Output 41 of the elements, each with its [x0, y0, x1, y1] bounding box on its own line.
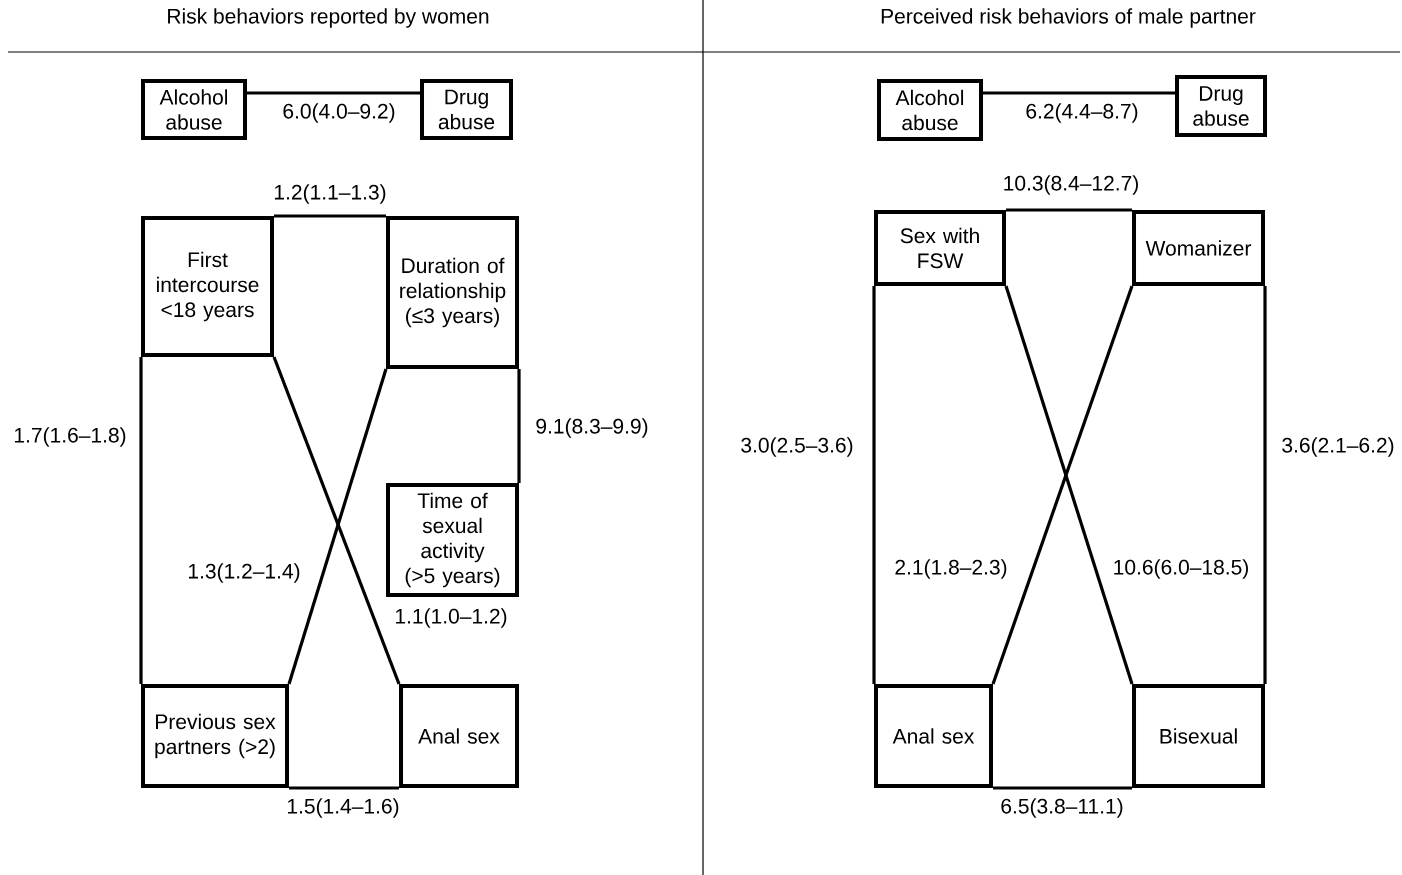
factor-box: Duration of relationship (≤3 years) — [386, 216, 519, 369]
edge-label: 3.6(2.1–6.2) — [1282, 437, 1394, 457]
edge-label: 1.1(1.0–1.2) — [396, 608, 507, 628]
edge-label: 6.5(3.8–11.1) — [1001, 798, 1123, 818]
edge-label: 1.3(1.2–1.4) — [189, 563, 300, 583]
connector-line — [289, 786, 399, 790]
edge-label: 6.2(4.4–8.7) — [1026, 103, 1138, 123]
factor-box: Sex with FSW — [874, 210, 1006, 286]
factor-box: Bisexual — [1132, 684, 1265, 788]
edge-label: 10.3(8.4–12.7) — [1004, 175, 1138, 195]
panel-title: Perceived risk behaviors of male partner — [881, 8, 1256, 28]
connector-line — [993, 786, 1132, 790]
edge-label: 9.1(8.3–9.9) — [536, 418, 648, 438]
factor-box: Anal sex — [399, 684, 519, 788]
connector-line — [1263, 286, 1267, 684]
connector-line — [872, 286, 876, 684]
edge-label: 1.5(1.4–1.6) — [288, 798, 399, 818]
factor-box: First intercourse <18 years — [141, 216, 274, 357]
connector-line — [983, 91, 1175, 95]
factor-box: Time of sexual activity (>5 years) — [386, 483, 519, 597]
factor-box: Womanizer — [1132, 210, 1265, 286]
connector-line — [517, 369, 521, 483]
connector-line — [247, 91, 420, 95]
factor-box: Alcohol abuse — [141, 79, 247, 140]
factor-box: Drug abuse — [420, 79, 513, 140]
panel-title: Risk behaviors reported by women — [168, 8, 489, 28]
factor-box: Drug abuse — [1175, 75, 1267, 137]
edge-label: 1.7(1.6–1.8) — [15, 427, 126, 447]
factor-box: Alcohol abuse — [877, 79, 983, 141]
edge-label: 2.1(1.8–2.3) — [895, 559, 1007, 579]
factor-box: Previous sex partners (>2) — [141, 684, 289, 788]
connector-line — [274, 214, 386, 218]
connector-line — [287, 368, 388, 685]
edge-label: 6.0(4.0–9.2) — [283, 103, 395, 123]
connector-line — [139, 357, 143, 684]
edge-label: 10.6(6.0–18.5) — [1114, 559, 1248, 579]
edge-label: 3.0(2.5–3.6) — [741, 437, 853, 457]
connector-line — [1006, 208, 1132, 212]
factor-box: Anal sex — [874, 684, 993, 788]
edge-label: 1.2(1.1–1.3) — [275, 184, 386, 204]
connector-line — [272, 356, 401, 685]
